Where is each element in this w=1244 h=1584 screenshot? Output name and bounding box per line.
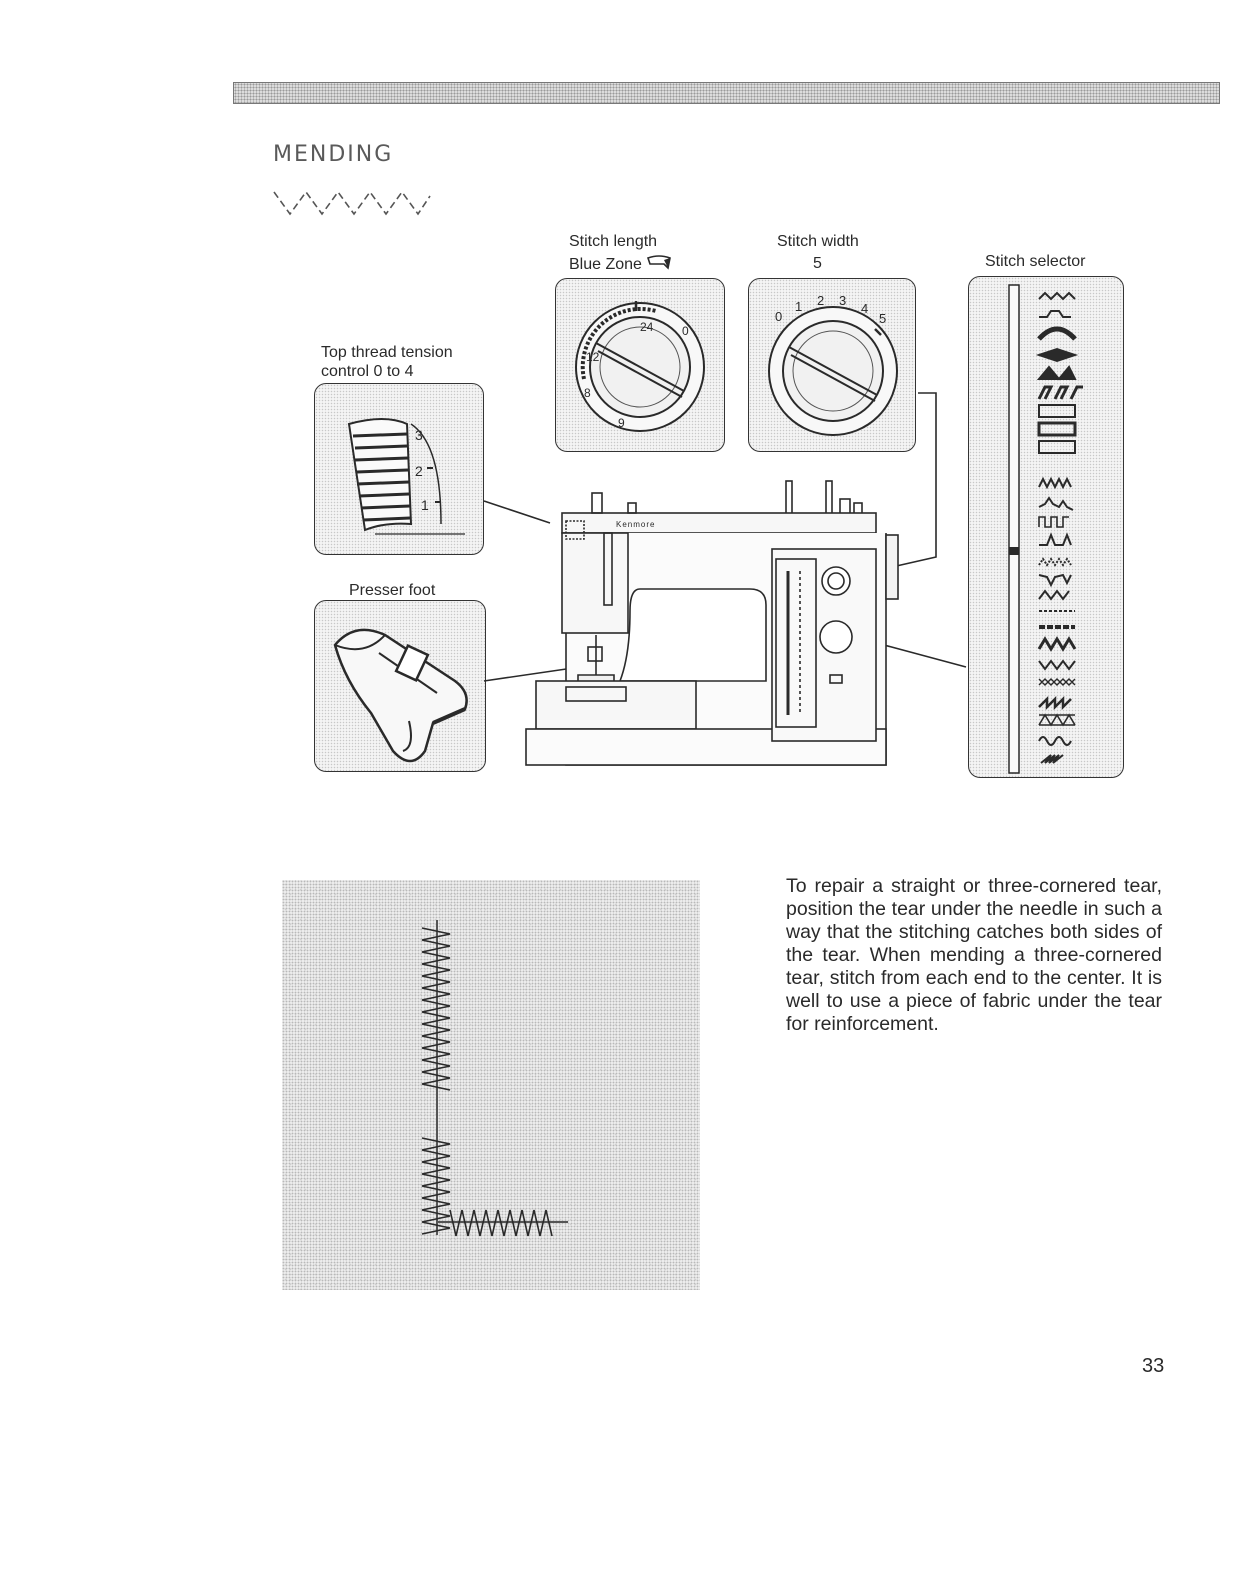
- leader-line-stitch-selector: [883, 644, 967, 668]
- length-dial-num-0: 0: [682, 324, 689, 338]
- stitch-pattern-13-icon: [1039, 532, 1072, 546]
- stitch-pattern-12-icon: [1038, 516, 1069, 528]
- header-bar: [233, 82, 1220, 104]
- stitch-pattern-10-icon: [1038, 476, 1072, 490]
- tension-num-3: 3: [415, 427, 423, 443]
- blue-zone-label: Blue Zone: [569, 254, 672, 274]
- zigzag-stitch-icon: [273, 190, 431, 216]
- tension-control-dial: 3 2 1: [347, 418, 465, 535]
- stitch-pattern-3-icon: [1037, 326, 1077, 341]
- leader-line-tension: [483, 500, 551, 524]
- presser-foot-label: Presser foot: [349, 582, 436, 599]
- presser-foot-panel: [314, 600, 486, 772]
- stitch-width-dial-panel: 0 1 2 3 4 5: [748, 278, 916, 452]
- length-dial-num-24: 24: [640, 320, 654, 334]
- stitch-pattern-15-icon: [1038, 573, 1072, 588]
- vertical-zigzag-bottom: [421, 1137, 451, 1235]
- stitch-length-dial: 24 0 12 8 9: [575, 301, 705, 432]
- stitch-selector: [1008, 284, 1083, 774]
- stitch-length-label: Stitch length: [569, 233, 658, 250]
- length-dial-num-8: 8: [584, 386, 591, 400]
- page-number: 33: [1142, 1355, 1165, 1377]
- mending-illustration: [282, 880, 700, 1290]
- sewing-machine-illustration: Kenmore: [483, 392, 967, 766]
- stitch-pattern-8-icon: [1037, 421, 1077, 437]
- width-dial-num-0: 0: [775, 309, 782, 324]
- stitch-pattern-14-icon: [1038, 557, 1072, 567]
- stitch-selector-label: Stitch selector: [985, 253, 1086, 270]
- presser-foot-illustration: [333, 628, 468, 763]
- stitch-pattern-23-icon: [1038, 713, 1076, 727]
- stitch-pattern-9-icon: [1038, 440, 1076, 454]
- width-dial-num-1: 1: [795, 299, 802, 314]
- stitch-length-dial-panel: 24 0 12 8 9: [555, 278, 725, 452]
- tension-label-line1: Top thread tension: [321, 344, 453, 361]
- leader-line-stitch-width: [891, 392, 937, 568]
- width-dial-num-4: 4: [861, 301, 868, 316]
- stitch-selector-panel: [968, 276, 1124, 778]
- stitch-width-label: Stitch width: [777, 233, 859, 250]
- stitch-pattern-2-icon: [1039, 310, 1071, 318]
- width-dial-num-2: 2: [817, 293, 824, 308]
- stitch-pattern-5-icon: [1036, 365, 1077, 381]
- stitch-width-dial: 0 1 2 3 4 5: [768, 293, 898, 436]
- length-dial-num-12: 12: [586, 350, 600, 364]
- stitch-pattern-16-icon: [1038, 589, 1070, 601]
- stitch-pattern-22-icon: [1038, 695, 1072, 711]
- width-dial-num-3: 3: [839, 293, 846, 308]
- stitch-width-value: 5: [813, 255, 822, 272]
- tension-control-panel: 3 2 1: [314, 383, 484, 555]
- stitch-pattern-20-icon: [1038, 659, 1076, 671]
- stitch-pattern-6-icon: [1037, 385, 1083, 400]
- body-text: To repair a straight or three-cornered t…: [786, 875, 1162, 1035]
- section-title: MENDING: [273, 142, 394, 167]
- stitch-pattern-7-icon: [1038, 404, 1076, 418]
- machine-brand-label: Kenmore: [616, 520, 655, 529]
- horizontal-zigzag: [449, 1209, 553, 1237]
- stitch-pattern-1-icon: [1038, 291, 1076, 301]
- stitch-selector-indicator: [1009, 547, 1019, 555]
- tension-num-2: 2: [415, 463, 423, 479]
- stitch-pattern-21-icon: [1038, 678, 1076, 686]
- leader-line-presser-foot: [483, 666, 581, 682]
- mended-tear-stitching: [421, 920, 568, 1237]
- tension-label-line2: control 0 to 4: [321, 363, 414, 380]
- tension-num-1: 1: [421, 497, 429, 513]
- width-dial-num-5: 5: [879, 311, 886, 326]
- length-dial-num-9: 9: [618, 416, 625, 430]
- stitch-pattern-4-icon: [1035, 347, 1079, 363]
- stitch-pattern-24-icon: [1038, 736, 1072, 746]
- blue-zone-icon: [647, 255, 672, 270]
- vertical-zigzag-top: [421, 927, 451, 1091]
- stitch-pattern-11-icon: [1038, 496, 1074, 511]
- stitch-pattern-19-icon: [1037, 636, 1077, 652]
- stitch-pattern-25-icon: [1040, 754, 1064, 764]
